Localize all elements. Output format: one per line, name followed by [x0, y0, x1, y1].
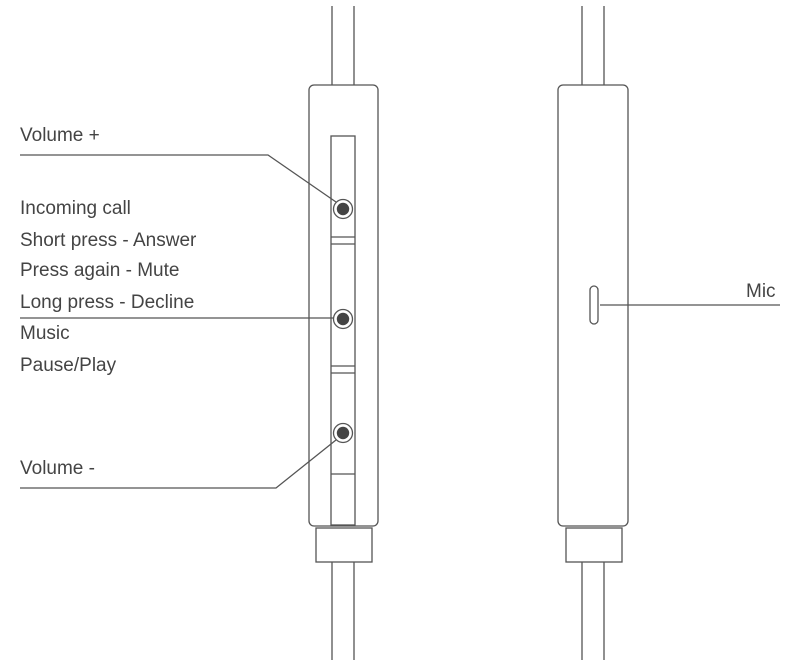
remote-body	[308, 84, 379, 527]
incoming-call-label: Incoming call	[20, 198, 131, 219]
right-connector-ferrule	[565, 527, 623, 563]
play-pause-button	[332, 308, 354, 330]
leader-volume-down	[20, 439, 337, 489]
volume-down-label: Volume -	[20, 458, 95, 479]
left-cable-top	[331, 6, 355, 85]
long-press-label: Long press - Decline	[20, 292, 195, 313]
right-cable-top	[581, 6, 605, 85]
volume-up-label: Volume +	[20, 125, 100, 146]
short-press-label: Short press - Answer	[20, 230, 197, 251]
right-cable-bottom	[581, 562, 605, 660]
mic-slot	[589, 285, 599, 325]
volume-up-button	[332, 198, 354, 220]
button-strip	[330, 135, 356, 526]
left-cable-bottom	[331, 562, 355, 660]
music-label: Music	[20, 323, 70, 344]
pause-play-label: Pause/Play	[20, 355, 117, 376]
volume-down-button	[332, 422, 354, 444]
mic-label: Mic	[746, 281, 776, 302]
leader-volume-up	[20, 154, 337, 203]
press-again-label: Press again - Mute	[20, 260, 180, 281]
left-connector-ferrule	[315, 527, 373, 563]
